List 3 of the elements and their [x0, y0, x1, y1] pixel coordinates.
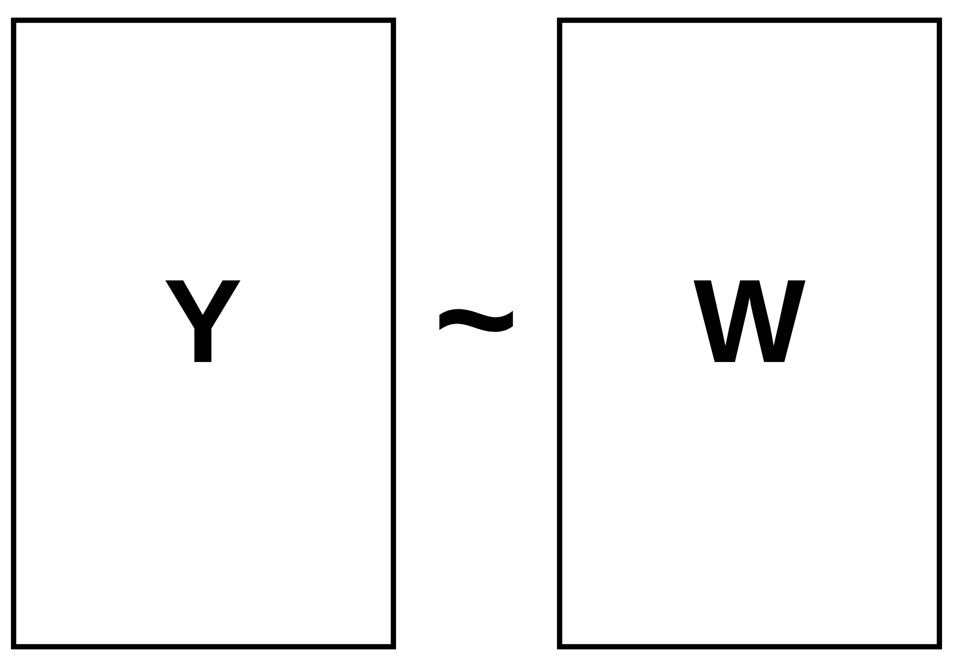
node-box: W	[556, 17, 942, 649]
node-box: Y	[10, 17, 396, 649]
label: ~	[434, 236, 518, 399]
